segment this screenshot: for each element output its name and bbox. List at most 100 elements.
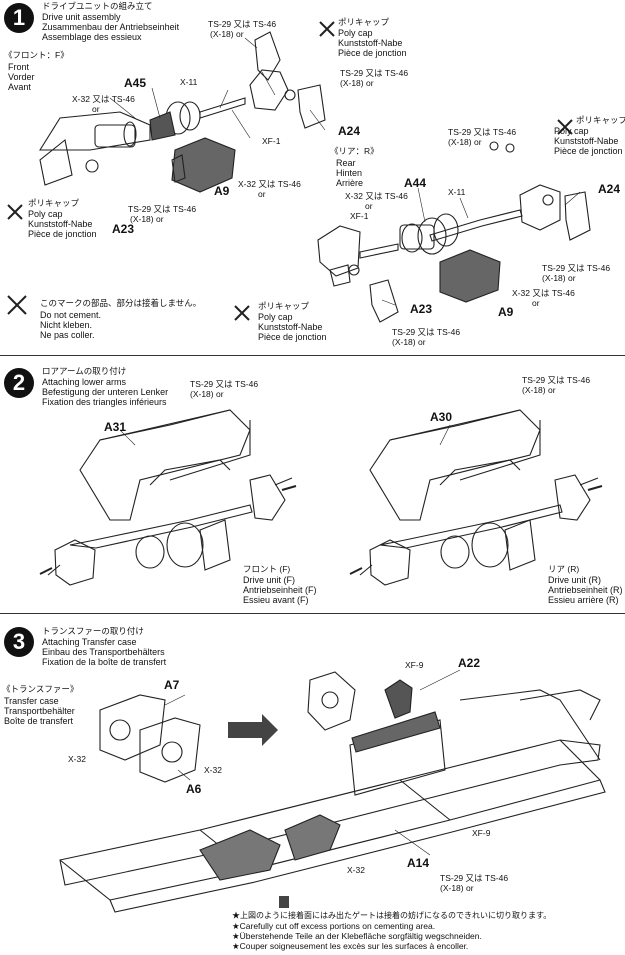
front-drive-unit-drawing [39, 31, 326, 193]
rear-label-de: Hinten [336, 168, 363, 178]
polycap-left-de: Kunststoff-Nabe [28, 219, 93, 229]
no-cement-en: Do not cement. [40, 310, 102, 320]
front-unit-de: Antriebseinheit (F) [243, 585, 317, 595]
polycap-rear-en: Poly cap [554, 126, 589, 136]
front-label-de: Vorder [8, 72, 35, 82]
paint-x18-front-right: (X-18) or [340, 78, 374, 88]
paint-x32-rear: X-32 又は TS-46 [345, 191, 408, 201]
paint-ts29-front-bottom: TS-29 又は TS-46 [128, 204, 197, 214]
paint-ts29-front-right: TS-29 又は TS-46 [340, 68, 409, 78]
polycap-top-fr: Pièce de jonction [338, 48, 407, 58]
step-divider-1 [0, 355, 625, 356]
step-3-title-fr: Fixation de la boîte de transfert [42, 657, 167, 667]
part-a45: A45 [124, 76, 147, 90]
step-2-title-de: Befestigung der unteren Lenker [42, 387, 169, 397]
front-label-fr: Avant [8, 82, 31, 92]
paint-x32-chassis: X-32 [347, 865, 365, 875]
paint-x18-step2-left: (X-18) or [190, 389, 224, 399]
no-cement-jp: このマークの部品、部分は接着しません。 [40, 298, 202, 308]
step-2-title-jp: ロアアームの取り付け [42, 366, 127, 376]
paint-x32-rear-a9: X-32 又は TS-46 [512, 288, 575, 298]
paint-x11-front: X-11 [180, 77, 198, 87]
part-a44: A44 [404, 176, 427, 190]
paint-ts29-step2-right: TS-29 又は TS-46 [522, 375, 591, 385]
rear-unit-de: Antriebseinheit (R) [548, 585, 623, 595]
front-label-en: Front [8, 62, 30, 72]
step-3-number: 3 [4, 627, 34, 657]
polycap-rear-jp: ポリキャップ [576, 115, 625, 125]
no-cement-icon-shapes [7, 21, 573, 321]
note-jp: ★上図のように接着面にはみ出たゲートは接着の妨げになるのできれいに切り取ります。 [232, 911, 552, 920]
paint-or-rear-a9: or [532, 298, 540, 308]
lower-arm-right-drawing [359, 409, 599, 586]
paint-ts29-chassis: TS-29 又は TS-46 [440, 873, 509, 883]
front-unit-en: Drive unit (F) [243, 575, 296, 585]
front-unit-jp: フロント (F) [243, 564, 291, 574]
polycap-bottom-fr: Pièce de jonction [258, 332, 327, 342]
paint-ts29-step2-left: TS-29 又は TS-46 [190, 379, 259, 389]
gate-part-marker [279, 896, 289, 908]
polycap-top-en: Poly cap [338, 28, 373, 38]
step-1-title-de: Zusammenbau der Antriebseinheit [42, 22, 180, 32]
rear-label-en: Rear [336, 158, 356, 168]
paint-ts29-rear-top: TS-29 又は TS-46 [448, 127, 517, 137]
step-1-title-fr: Assemblage des essieux [42, 32, 142, 42]
step-2-title-en: Attaching lower arms [42, 377, 127, 387]
step-3-title-de: Einbau des Transportbehälters [42, 647, 165, 657]
paint-x32-transfer-right: X-32 [204, 765, 222, 775]
polycap-rear-fr: Pièce de jonction [554, 146, 623, 156]
polycap-rear-de: Kunststoff-Nabe [554, 136, 619, 146]
rear-unit-en: Drive unit (R) [548, 575, 602, 585]
paint-or-front-a9: or [258, 189, 266, 199]
polycap-top-jp: ポリキャップ [338, 17, 390, 27]
paint-xf9-top: XF-9 [405, 660, 424, 670]
paint-or-front: or [92, 104, 100, 114]
step-1-title-en: Drive unit assembly [42, 12, 121, 22]
rear-drive-unit-drawing [317, 141, 591, 323]
polycap-bottom-en: Poly cap [258, 312, 293, 322]
paint-x32-transfer-left: X-32 [68, 754, 86, 764]
note-en: ★Carefully cut off excess portions on ce… [232, 921, 436, 931]
part-a9-rear: A9 [498, 305, 514, 319]
polycap-left-jp: ポリキャップ [28, 198, 80, 208]
paint-xf1-front: XF-1 [262, 136, 281, 146]
no-cement-de: Nicht kleben. [40, 320, 93, 330]
transfer-label-fr: Boîte de transfert [4, 716, 74, 726]
paint-x18-chassis: (X-18) or [440, 883, 474, 893]
paint-x18-front-bottom: (X-18) or [130, 214, 164, 224]
step-3-title-en: Attaching Transfer case [42, 637, 137, 647]
transfer-label-de: Transportbehälter [4, 706, 75, 716]
step-2-number: 2 [4, 368, 34, 398]
paint-xf9-bottom: XF-9 [472, 828, 491, 838]
note-fr: ★Couper soigneusement les excès sur les … [232, 941, 469, 951]
front-unit-fr: Essieu avant (F) [243, 595, 309, 605]
step-divider-2 [0, 613, 625, 614]
paint-x18-top: (X-18) or [210, 29, 244, 39]
part-a6: A6 [186, 782, 202, 796]
paint-x32-front: X-32 又は TS-46 [72, 94, 135, 104]
part-a31: A31 [104, 420, 127, 434]
part-a24-front: A24 [338, 124, 361, 138]
polycap-left-en: Poly cap [28, 209, 63, 219]
paint-x18-rear-right: (X-18) or [542, 273, 576, 283]
paint-ts29-rear-right: TS-29 又は TS-46 [542, 263, 611, 273]
polycap-top-de: Kunststoff-Nabe [338, 38, 403, 48]
step-3-title-jp: トランスファーの取り付け [42, 626, 144, 636]
rear-unit-jp: リア (R) [548, 564, 580, 574]
rear-unit-fr: Essieu arrière (R) [548, 595, 619, 605]
step-1-number: 1 [4, 3, 34, 33]
polycap-bottom-jp: ポリキャップ [258, 301, 310, 311]
paint-ts29-rear-bottom: TS-29 又は TS-46 [392, 327, 461, 337]
paint-x18-step2-right: (X-18) or [522, 385, 556, 395]
paint-x11-rear: X-11 [448, 187, 466, 197]
paint-x32-front-a9: X-32 又は TS-46 [238, 179, 301, 189]
rear-label-jp: 《リア：R》 [330, 146, 379, 156]
part-a23-front: A23 [112, 222, 135, 236]
transfer-case-drawing [99, 671, 356, 783]
paint-xf1-rear: XF-1 [350, 211, 369, 221]
part-a14: A14 [407, 856, 430, 870]
transfer-label-en: Transfer case [4, 696, 59, 706]
polycap-left-fr: Pièce de jonction [28, 229, 97, 239]
step-2-title-fr: Fixation des triangles inférieurs [42, 397, 167, 407]
